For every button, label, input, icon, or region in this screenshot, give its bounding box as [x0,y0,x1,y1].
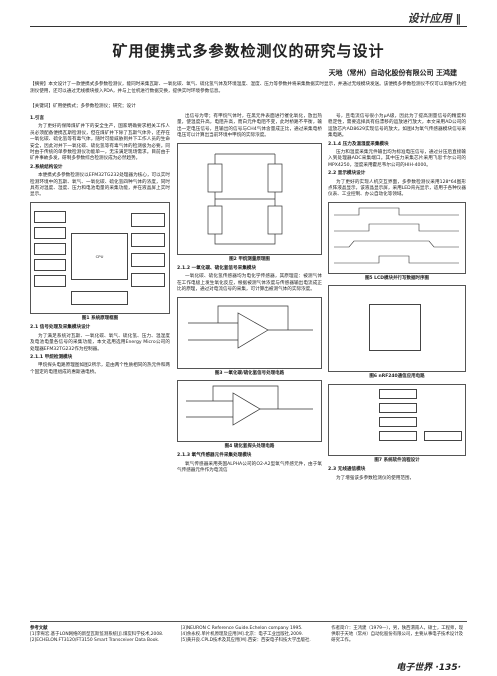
heading-2-1-3: 2.1.3 氧气传感器元件采集处理模块 [177,453,252,459]
heading-2-2: 2.2 显示模块设计 [328,171,366,177]
figure-1-caption: 图1 系统原理框图 [81,315,119,321]
paper-author: 天地（常州）自动化股份有限公司 王鸿建 [328,69,457,77]
figure-3-circuit [177,296,322,369]
figure-2-caption: 图2 甲烷测量原理图 [229,256,270,262]
power-block [71,290,128,305]
reference-rule [30,621,467,622]
output-block [131,212,165,227]
para-2-1-3: 氧气传感器采用英国ALPHA公司的O2-A2型氧气传感元件，由于氧气传感器元件作… [177,461,322,474]
column-1: 1.引言 为了更好的保障煤矿井下的安全生产，国家明确要求相关工作人员必须配备便携… [30,114,170,377]
column-2: 出信号为零；有甲烷气体时，在黑元件表面进行催化氧化，放出热量，使温度升高，电阻升… [177,114,322,476]
figure-6-circuit [328,285,466,373]
figure-5-caption: 图5 LCD模块并行写数据时序图 [364,275,430,281]
sensor-block [34,242,66,255]
heading-2-1: 2.1 信号处理及采集模块设计 [30,325,91,331]
timing-diagram-svg [334,207,459,264]
figure-4-circuit [177,380,322,443]
output-block [131,252,165,267]
bridge-circuit-svg [207,153,283,244]
figure-7-caption: 图7 系统软件流程设计 [374,457,420,463]
figure-7-flowchart [328,383,466,456]
reference-item: [5]黄开良.CPLD技术及其应用[M].西安：西安电子科技大学出版社. [180,638,311,644]
author-note: 作者简介：王鸿建（1979—），男，陕西渭南人，硕士，工程师，现供职于天地（常州… [331,626,464,644]
para-methane: 出信号为零；有甲烷气体时，在黑元件表面进行催化氧化，放出热量，使温度升高，电阻升… [177,114,322,139]
figure-5-timing [328,201,466,274]
para-o2: 号，且电流信号很小为μA级，因此为了提高测量信号的精度和稳定性，需要选择具有低漂… [328,114,466,139]
references-left: 参考文献 [1]李宥宏.基于LON网络的新型瓦斯监测系统[J].煤炭科学技术,2… [30,626,173,645]
mcu-block: CPU [71,232,128,280]
header-rule [30,26,467,27]
figure-3-caption: 图3 一氧化碳/硫化氢信号处理电路 [214,370,285,376]
rf-chip-block [369,304,421,352]
sensor-block [34,258,66,271]
sensor-block [34,274,66,287]
heading-2-1-1: 2.1.1 甲烷检测模块 [30,354,73,360]
keywords: 【关键词】矿用便携式；多参数检测仪；研究；设计 [30,104,136,109]
para-2-3: 为了增强该多参数检测仪的使用范围， [336,475,415,481]
para-2-1-2: 一氧化碳、硫化氢传感器均为电化学传感器，其原理是：被测气体在工作电极上发生氧化反… [177,274,322,293]
journal-name: 电子世界 [396,663,433,673]
reference-item: [4]余永权.单片机原理及应用[M].北京：电子工业出版社,2009. [180,632,304,638]
abstract: 【摘要】本文设计了一款便携式多参数检测仪，能同时采集瓦斯、一氧化碳、氧气、硫化氢… [30,82,467,94]
figure-4-caption: 图4 硫化氢探头处理电路 [224,444,275,450]
page-footer: 电子世界 ·135· [396,660,461,673]
para-2-1-1: 甲烷探头电路原理图如图2所示，是由两个性质相同的热元件和两个固定的电阻组成的惠斯… [30,363,170,375]
heading-2-3: 2.3 无线通信模块 [328,467,366,473]
sensor-block [34,210,66,223]
opamp-circuit-svg [188,305,313,349]
para-intro: 为了更好的保障煤矿井下的安全生产，国家明确要求相关工作人员必须配备便携瓦斯检测仪… [30,124,170,162]
reference-item: [1]李宥宏.基于LON网络的新型瓦斯监测系统[J].煤炭科学技术,2008. [30,632,164,638]
flow-step [379,388,417,399]
heading-intro: 1.引言 [30,116,45,121]
heading-system: 2.系统结构设计 [30,164,63,170]
references-middle: [3]NEURON C Reference Guide.Echelon comp… [181,626,324,645]
figure-6-caption: 图6 nRF240通信应用电路 [369,374,425,380]
flow-step [424,430,462,441]
para-2-2: 为了更好的实现人机交互界面，多参数检测仪采用128*64图形点阵液晶显示，该液晶… [328,179,466,198]
references-section: 参考文献 [1]李宥宏.基于LON网络的新型瓦斯监测系统[J].煤炭科学技术,2… [30,626,467,645]
flow-step [379,416,417,427]
output-block [131,232,165,247]
reference-item: [2]ECHELON.FT3120/FT3150 Smart Transceiv… [30,638,160,644]
heading-2-1-2: 2.1.2 一氧化碳、硫化氢信号采集模块 [177,266,256,272]
reference-item: [3]NEURON C Reference Guide.Echelon comp… [180,626,303,631]
flow-step [379,430,417,441]
page-number: ·135· [435,663,461,673]
o2-circuit-svg [186,385,313,426]
figure-1-block-diagram: CPU [30,201,170,314]
flow-step [379,402,417,413]
para-system: 本便携式多参数检测仪以EFM32TG232处理器为核心，可以实时检测环境中的瓦斯… [30,173,170,198]
section-header: 设计应用 ‖ [407,12,461,25]
para-2-1-4: 压力和温度采集元件输出均为标准电压信号，通过分压后直接输入到处理器ADC采集端口… [328,150,466,168]
para-2-1: 为了满足系统对瓦斯、一氧化碳、氧气、硫化氢、压力、温湿度及电池电量各信号的采集功… [30,333,170,352]
sensor-block [34,226,66,239]
references-heading: 参考文献 [30,626,48,631]
column-3: 号，且电流信号很小为μA级，因此为了提高测量信号的精度和稳定性，需要选择具有低漂… [328,114,466,483]
output-block [131,272,165,287]
heading-2-1-4: 2.1.4 压力及温湿度采集模块 [328,141,389,147]
paper-title: 矿用便携式多参数检测仪的研究与设计 [112,42,385,60]
figure-2-bridge-circuit [177,142,322,255]
